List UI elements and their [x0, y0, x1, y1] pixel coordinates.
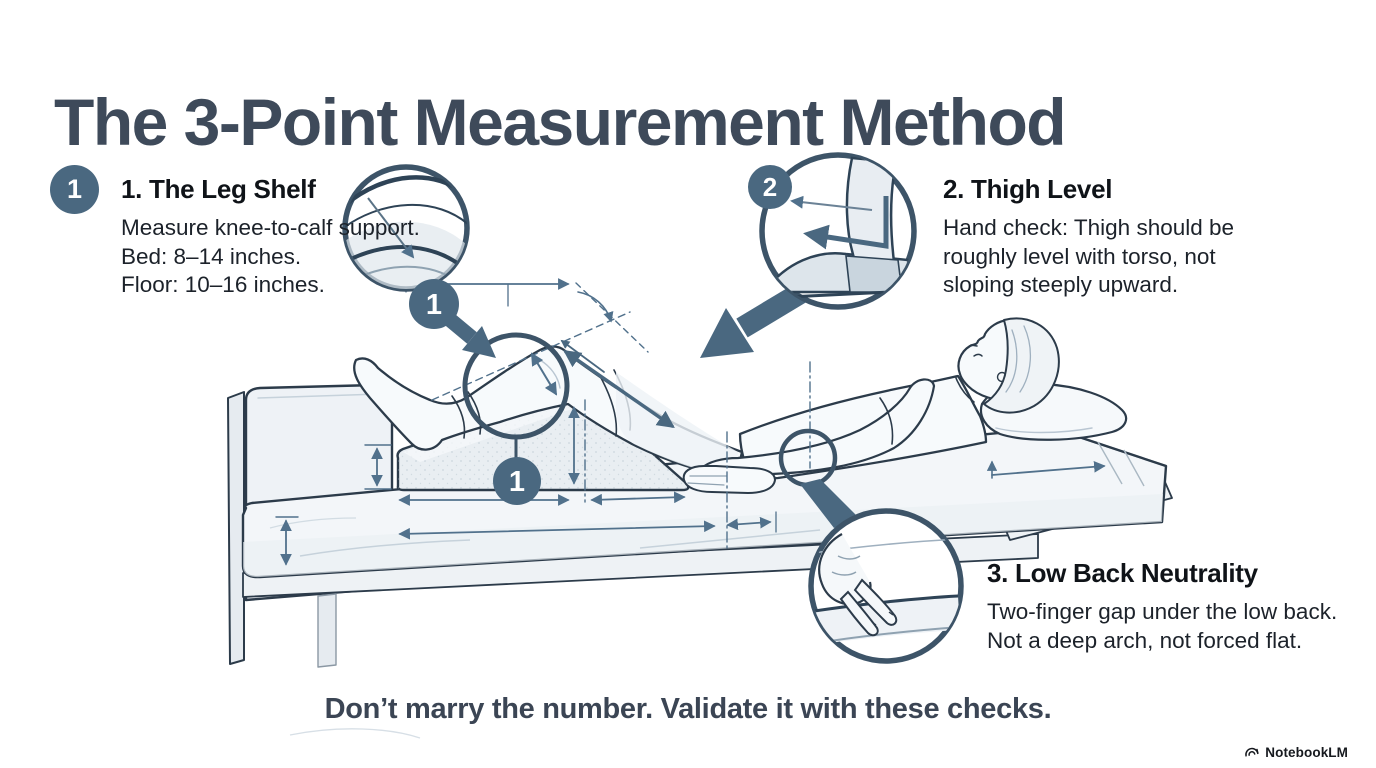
- hand-at-hip: [682, 465, 776, 494]
- callout-leg-shelf: 1. The Leg Shelf Measure knee-to-calf su…: [121, 174, 420, 300]
- callout-low-back: 3. Low Back Neutrality Two-finger gap un…: [987, 558, 1337, 655]
- notebooklm-swirl-icon: [1245, 747, 1259, 757]
- thigh-direction-arrow: [560, 339, 675, 429]
- callout-1-line-2: Bed: 8–14 inches.: [121, 243, 302, 269]
- magnifier-2-badge-circle: [748, 165, 792, 209]
- knee-badge-circle: [493, 457, 541, 505]
- magnifier-2-badge-number: 2: [763, 172, 777, 202]
- magnifier-1-badge-circle: [409, 279, 459, 329]
- magnifier-2-thigh-closeup: 2: [700, 152, 917, 358]
- arrow-1-head: [462, 326, 496, 358]
- callout-2-line-1: Hand check: Thigh should be: [943, 215, 1235, 240]
- wedge-pillow: [396, 389, 690, 492]
- callout-1-line-3: Floor: 10–16 inches.: [121, 272, 325, 297]
- page-title: The 3-Point Measurement Method: [54, 85, 1067, 160]
- callout-1-heading: 1. The Leg Shelf: [121, 174, 316, 204]
- callout-1-line-1: Measure knee-to-calf support.: [121, 215, 420, 240]
- magnifier-3-connector: [800, 479, 858, 528]
- dimension-lines: [275, 276, 1106, 566]
- arrow-1-shaft: [443, 312, 477, 344]
- callout-thigh-level: 2. Thigh Level Hand check: Thigh should …: [943, 174, 1234, 300]
- notebooklm-branding: NotebookLM: [1243, 744, 1348, 761]
- hair: [983, 317, 1060, 414]
- bed-leg-front: [317, 593, 337, 668]
- bottom-caption: Don’t marry the number. Validate it with…: [324, 693, 1052, 725]
- magnifier-3-lowback-closeup: [778, 428, 964, 664]
- callout-2-heading: 2. Thigh Level: [943, 174, 1113, 204]
- callout-3-line-1: Two-finger gap under the low back.: [987, 599, 1338, 624]
- section-1-badge: 1: [50, 165, 99, 214]
- callout-2-line-3: sloping steeply upward.: [943, 272, 1179, 297]
- arrow-2-head: [700, 308, 754, 358]
- callout-3-heading: 3. Low Back Neutrality: [987, 558, 1258, 588]
- arm: [699, 378, 936, 482]
- magnifier-1-badge-number: 1: [426, 289, 442, 321]
- callout-3-line-2: Not a deep arch, not forced flat.: [987, 627, 1303, 653]
- knee-badge-number: 1: [509, 466, 525, 498]
- arrow-2-shaft: [736, 282, 808, 338]
- notebooklm-wordmark: NotebookLM: [1265, 745, 1348, 760]
- knee-highlight: 1: [462, 332, 570, 505]
- callout-2-line-2: roughly level with torso, not: [943, 243, 1216, 269]
- headboard-post: [227, 391, 245, 665]
